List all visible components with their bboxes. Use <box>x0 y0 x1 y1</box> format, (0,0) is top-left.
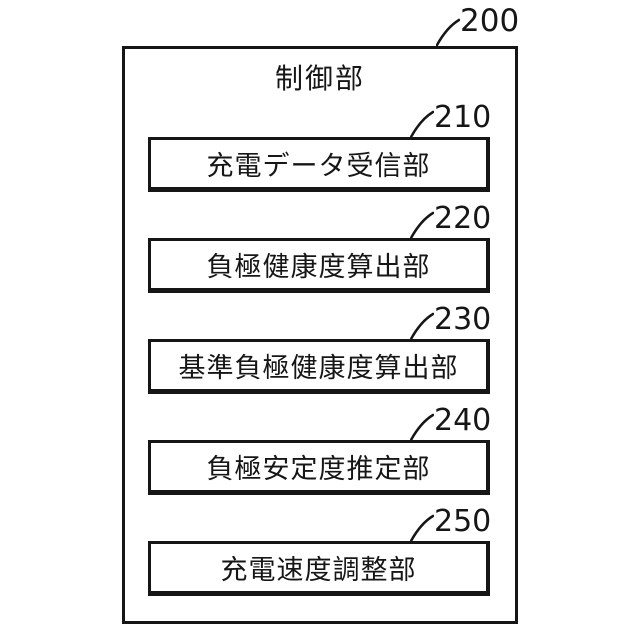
leader-line-200 <box>436 18 460 46</box>
ref-label-240: 240 <box>434 403 492 438</box>
ref-label-250: 250 <box>434 504 492 539</box>
unit-box-charging-data-receiver: 充電データ受信部 <box>148 137 490 192</box>
ref-label-230: 230 <box>434 302 492 337</box>
leader-line-220 <box>410 211 434 239</box>
unit-box-anode-stability-estimator: 負極安定度推定部 <box>148 440 490 495</box>
unit-box-charging-speed-adjuster: 充電速度調整部 <box>148 541 490 596</box>
unit-box-reference-anode-health-calculator: 基準負極健康度算出部 <box>148 339 490 394</box>
control-unit-title: 制御部 <box>274 62 365 95</box>
unit-box-anode-health-calculator: 負極健康度算出部 <box>148 238 490 293</box>
leader-line-230 <box>410 312 434 340</box>
leader-line-250 <box>410 514 434 542</box>
ref-label-220: 220 <box>434 201 492 236</box>
leader-line-210 <box>410 110 434 138</box>
leader-line-240 <box>410 413 434 441</box>
ref-label-210: 210 <box>434 100 492 135</box>
ref-label-200: 200 <box>460 3 520 39</box>
